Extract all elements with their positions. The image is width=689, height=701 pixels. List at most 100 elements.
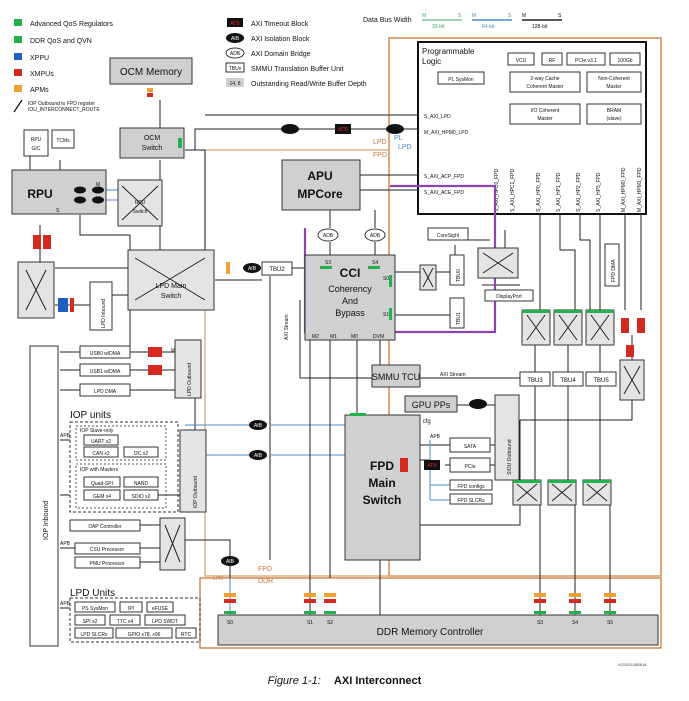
smmu-tcu <box>371 364 421 388</box>
fpd-main-label-1: FPD <box>370 459 394 473</box>
usb0 <box>79 345 131 359</box>
pl-bram-1: BRAM <box>607 108 621 114</box>
legend-atb-swatch <box>227 18 243 27</box>
fpd-dma <box>604 243 620 287</box>
ddr-switch-2-icon <box>551 483 573 502</box>
hpm-xmpu <box>626 345 634 357</box>
iop-outbound <box>179 429 207 513</box>
displayport-label: DisplayPort <box>496 294 522 300</box>
cci-label-3: And <box>342 296 358 306</box>
tbu4 <box>552 371 584 387</box>
lpd-dma <box>79 383 131 397</box>
legend-iop-arrow-icon <box>13 99 23 113</box>
ddr-s1-apm <box>304 593 316 597</box>
rpu-atb-1 <box>33 235 41 249</box>
usb0-label: USB0 w/DMA <box>90 351 121 357</box>
pcie-atb <box>424 460 440 470</box>
pl-port-s-axi-acp-fpd: S_AXI_ACP_FPD <box>424 174 464 180</box>
usb1 <box>79 363 131 377</box>
efuse <box>146 601 174 613</box>
bus-width-legend: Data Bus Width M S 32-bit M S 64-bit M S… <box>363 13 562 30</box>
pmu-label: PMU Processor <box>89 561 124 567</box>
lpd-blocks: OCM Memory OCM Switch RPU GIC TCMs RPU M… <box>11 57 230 647</box>
tbu2-aib <box>243 263 261 273</box>
iop-inbound-label: IOP Inbound <box>43 501 50 540</box>
lpd-fpd-aib-1 <box>249 420 267 430</box>
lpd-outbound <box>174 339 202 399</box>
lpd-main-apm <box>226 262 230 274</box>
tbu5 <box>585 371 617 387</box>
bus-128-label: 128-bit <box>532 24 548 30</box>
hp0-qos <box>522 310 550 313</box>
pl-pcie <box>566 52 606 66</box>
ddr-s0-xmpu <box>224 599 236 603</box>
dap-label: DAP Controller <box>88 524 122 530</box>
hp2-switch-icon <box>590 314 610 341</box>
ps-sysmon <box>74 601 116 613</box>
pl-port-hp0: S_AXI_HP0_FPD <box>536 172 542 212</box>
pl-100gb <box>609 52 641 66</box>
legend-iop-note-2: IOU_INTERCONNECT_ROUTE <box>28 107 100 113</box>
apb-label-2: APB <box>60 541 71 547</box>
bus-32-m: M <box>422 13 426 19</box>
domain-ddr-label: DDR <box>258 578 273 585</box>
csu-pmu-switch-icon <box>164 524 181 563</box>
apu-adb-2 <box>364 228 386 242</box>
pl-lpd-aib <box>386 124 404 134</box>
coresight-label: CoreSight <box>437 233 460 239</box>
axi-stream-label-1: AXI Stream <box>440 372 466 378</box>
legend-axi-timeout: AXI Timeout Block <box>251 21 309 28</box>
apu-label-1: APU <box>307 169 332 183</box>
hp2-qos <box>586 310 614 313</box>
bus-64-label: 64-bit <box>482 24 495 30</box>
ddr-memory-controller <box>217 614 659 646</box>
ddr-s4-qos <box>569 611 581 614</box>
pl-port-hpm0-fpd: M_AXI_HPM0_FPD <box>621 167 627 212</box>
rtc <box>175 627 197 639</box>
fpd-slcrs-label: FPD SLCRs <box>457 498 485 504</box>
swdt-label: LPD SWDT <box>152 619 178 625</box>
legend-tbu-tag: TBUx <box>229 66 242 72</box>
fpd-main-label-3: Switch <box>363 493 402 507</box>
gpu-pps <box>404 395 458 413</box>
lpd-fpd-aib-1-label: AIB <box>254 423 263 429</box>
pl-port-m-axi-hpm0-lpd: M_AXI_HPM0_LPD <box>424 130 469 136</box>
gpu-aib <box>469 399 487 409</box>
legend-axi-domain-bridge: AXI Domain Bridge <box>251 51 311 58</box>
ddr-port-s2: S2 <box>327 620 333 626</box>
tbu0 <box>449 254 465 286</box>
lpd-inbound <box>89 281 113 331</box>
legend: Advanced QoS Regulators DDR QoS and QVN … <box>13 18 367 113</box>
rpu-switch-aib-1 <box>74 186 86 194</box>
fpd-main-label-2: Main <box>368 476 395 490</box>
pl-100gb-label: 100Gb <box>617 58 632 64</box>
pl-port-hp1: S_AXI_HP1_FPD <box>556 172 562 212</box>
cci-s3-qos <box>320 266 332 269</box>
usb1-label: USB1 w/DMA <box>90 369 121 375</box>
cci-label-2: Coherency <box>328 284 372 294</box>
uart-label: UART x2 <box>91 439 111 445</box>
pl-box <box>417 41 647 215</box>
ddr-s5-qos <box>604 611 616 614</box>
cci-m2: M2 <box>312 334 319 340</box>
coresight <box>427 227 469 241</box>
pl-port-hpc1: S_AXI_HPC1_FPD <box>510 169 516 212</box>
pl-title-2: Logic <box>422 57 441 66</box>
legend-ddr-qos: DDR QoS and QVN <box>30 38 92 45</box>
tbu2-label: TBU2 <box>269 267 285 273</box>
fpd-configs-label: FPD configs <box>457 484 485 490</box>
ddr-port-s5: S5 <box>607 620 613 626</box>
domain-lpd-small-label: LPD <box>398 144 412 151</box>
ddr-s2-xmpu <box>324 599 336 603</box>
apu-adb-1 <box>317 228 339 242</box>
ddr-s4-apm <box>569 593 581 597</box>
can-label: CAN x2 <box>92 451 109 457</box>
ps-sysmon-label: PS SysMon <box>82 606 108 612</box>
cci-s0: S0 <box>383 276 389 282</box>
hp0-switch-icon <box>526 314 546 341</box>
lpd-main-label-1: LPD Main <box>156 283 187 290</box>
cci-crossbar-icon <box>422 267 434 288</box>
tbu1 <box>449 297 465 329</box>
lpd-fpd-aib-2 <box>249 450 267 460</box>
pl-pcie-label: PCIe v3.1 <box>575 58 597 64</box>
